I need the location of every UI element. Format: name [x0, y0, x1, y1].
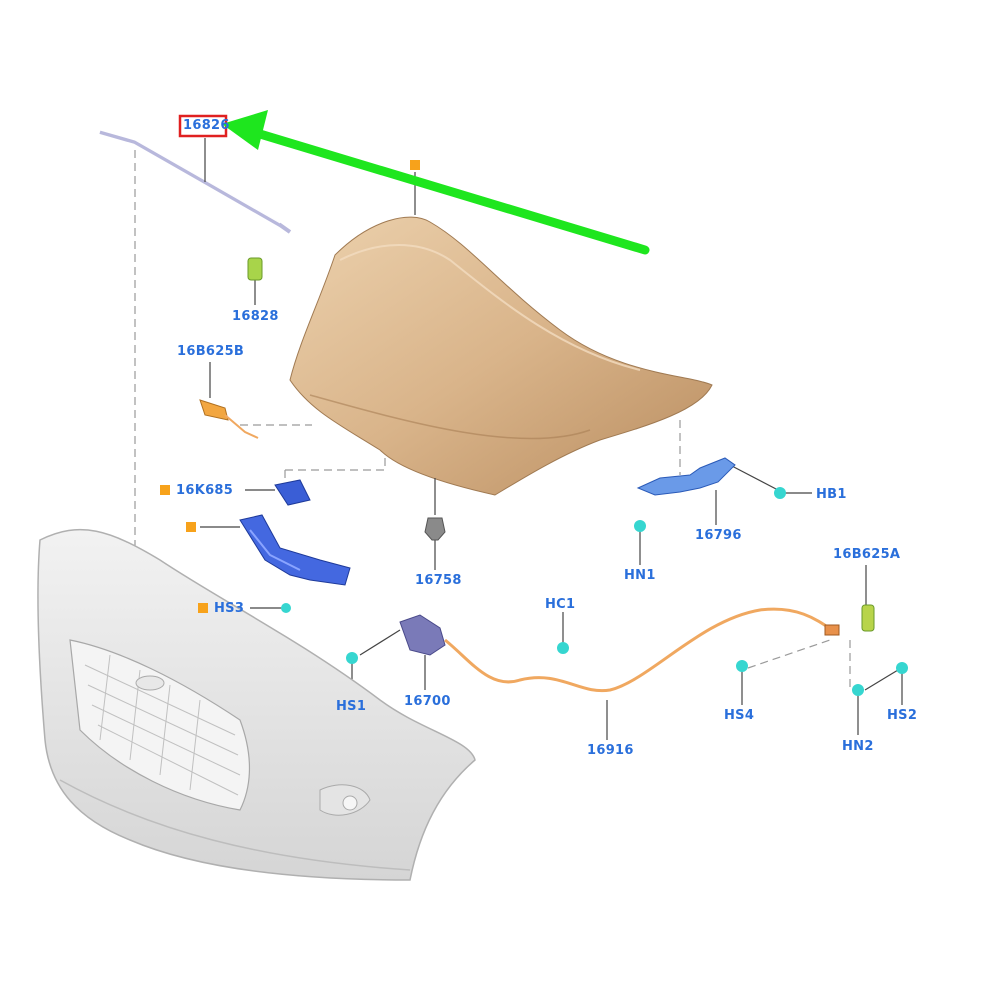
label-16828: 16828: [232, 309, 279, 324]
clip-hs4: [736, 660, 748, 672]
green-arrow: [222, 110, 650, 255]
label-16B625A: 16B625A: [833, 547, 901, 562]
label-16B625B: 16B625B: [177, 344, 245, 359]
hinge-16796: [636, 457, 736, 496]
label-hs3: HS3: [214, 601, 245, 616]
label-hc1: HC1: [545, 597, 576, 612]
label-hs4: HS4: [724, 708, 755, 723]
label-16K685: 16K685: [176, 483, 234, 498]
marker-16K685: [160, 485, 170, 495]
hood-seal-strip: [99, 129, 292, 234]
clip-hs2: [896, 662, 908, 674]
label-hs1: HS1: [336, 699, 367, 714]
latch-16700: [399, 614, 446, 656]
label-hs2: HS2: [887, 708, 918, 723]
latch-bracket-large: [239, 514, 351, 586]
label-top-callout: 16826: [183, 118, 230, 133]
marker-hs3: [198, 603, 208, 613]
bumper-stop-16758: [424, 517, 446, 541]
clip-hn2: [852, 684, 864, 696]
label-16916: 16916: [587, 743, 634, 758]
leader-lines: [200, 138, 903, 740]
cable-end-16B625B: [199, 399, 259, 439]
bracket-16K685: [274, 479, 311, 506]
clip-hn1: [634, 520, 646, 532]
clip-hc1: [557, 642, 569, 654]
clip-hs3: [281, 603, 291, 613]
label-16758: 16758: [415, 573, 462, 588]
label-hn1: HN1: [624, 568, 656, 583]
release-cable-16916: [444, 604, 875, 693]
clip-hs1: [346, 652, 358, 664]
label-16700: 16700: [404, 694, 451, 709]
clip-16828: [247, 257, 263, 281]
label-hn2: HN2: [842, 739, 874, 754]
label-hb1: HB1: [816, 487, 847, 502]
label-16796: 16796: [695, 528, 742, 543]
front-bumper: [37, 528, 476, 881]
marker-bracket: [186, 522, 196, 532]
clip-hb1: [774, 487, 786, 499]
hood-panel: [289, 216, 713, 496]
marker-hood: [410, 160, 420, 170]
